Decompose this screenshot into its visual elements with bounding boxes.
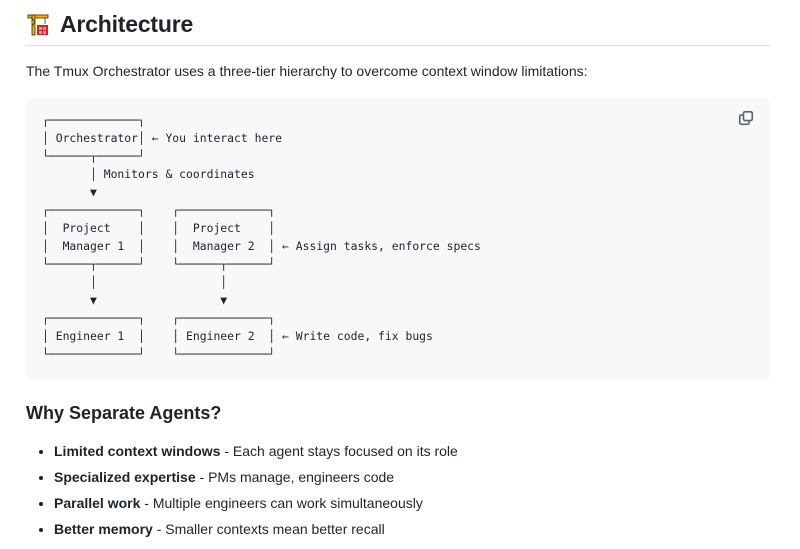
list-item: Better memory - Smaller contexts mean be… [54, 518, 458, 544]
copy-icon[interactable] [736, 108, 756, 128]
list-item: Specialized expertise - PMs manage, engi… [54, 466, 458, 492]
list-item: Limited context windows - Each agent sta… [54, 440, 458, 466]
construction-crane-icon [27, 14, 49, 35]
architecture-diagram: ┌─────────────┐ │ Orchestrator│ ← You in… [42, 113, 481, 361]
why-heading: Why Separate Agents? [26, 403, 222, 423]
section-heading: Architecture [26, 8, 770, 46]
section-title: Architecture [60, 11, 194, 37]
reasons-list: Limited context windows - Each agent sta… [26, 440, 458, 544]
intro-paragraph: The Tmux Orchestrator uses a three-tier … [26, 63, 588, 79]
code-block: ┌─────────────┐ │ Orchestrator│ ← You in… [26, 98, 770, 380]
list-item: Parallel work - Multiple engineers can w… [54, 492, 458, 518]
